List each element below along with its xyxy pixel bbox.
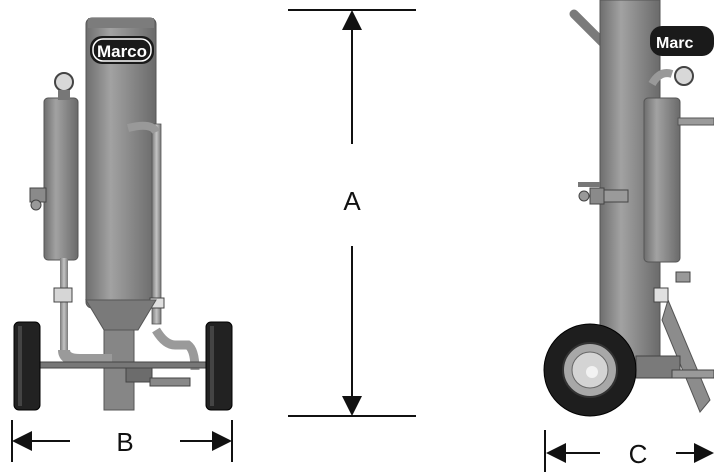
dimension-c: C: [544, 430, 714, 472]
side-moisture-separator: [643, 97, 681, 263]
front-logo-text: Marco: [97, 42, 147, 61]
front-marco-logo: Marco: [90, 36, 154, 64]
dimension-b: B: [11, 420, 233, 462]
front-view: Marco B: [11, 17, 233, 462]
dimension-b-label: B: [116, 427, 133, 457]
front-air-pipe: [151, 123, 162, 325]
front-side-valve-icon: [29, 187, 47, 211]
front-moisture-separator: [43, 97, 79, 261]
front-left-wheel: [13, 321, 41, 411]
side-wheel: [543, 323, 637, 417]
side-valve-icon: [578, 182, 629, 205]
side-marco-logo: Marc: [650, 26, 714, 56]
dimension-a: A: [288, 9, 416, 417]
dimension-a-label: A: [343, 186, 361, 216]
side-view: Marc: [543, 0, 714, 472]
front-right-wheel: [205, 321, 233, 411]
front-axle: [29, 361, 211, 369]
side-pressure-gauge-icon: [674, 66, 694, 86]
side-logo-text: Marc: [656, 35, 693, 52]
dimension-c-label: C: [629, 439, 648, 469]
front-pressure-gauge-icon: [54, 72, 74, 92]
